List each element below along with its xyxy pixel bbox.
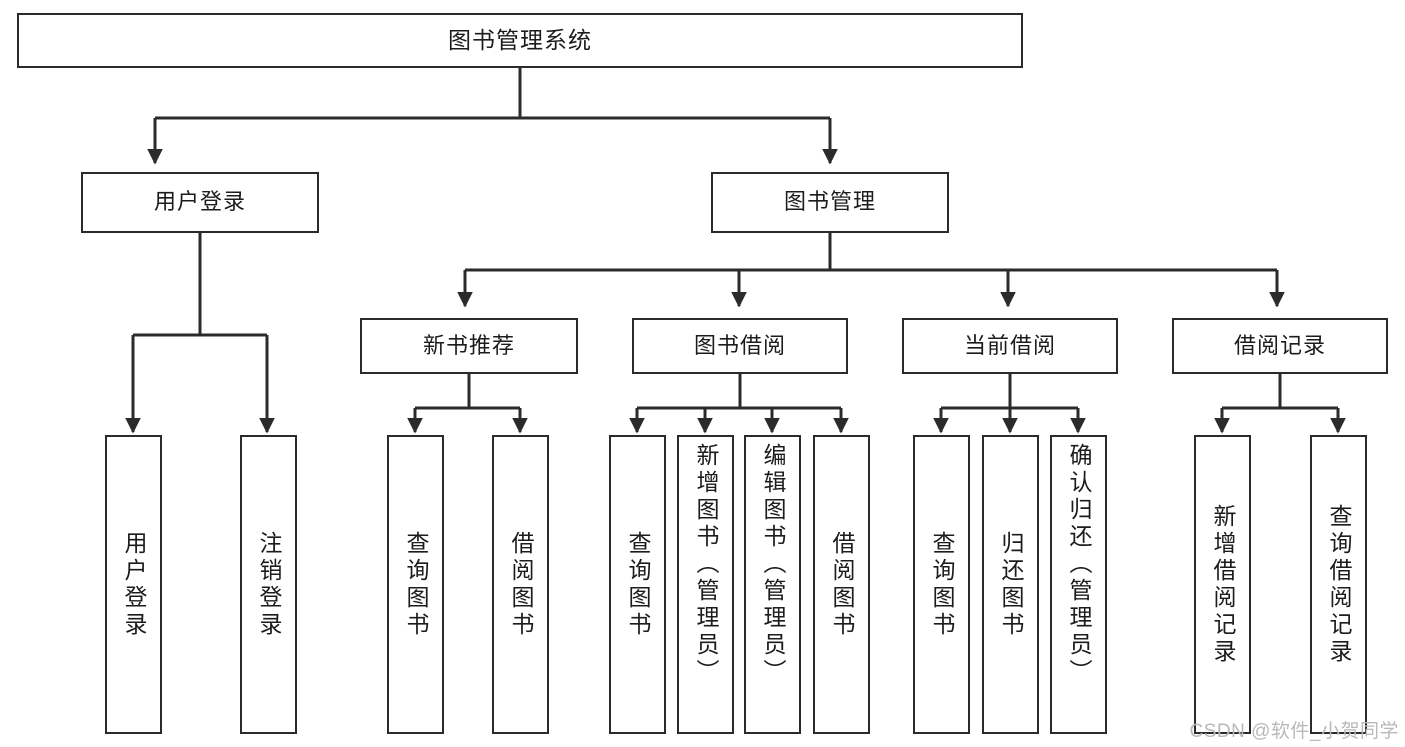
- leaf-borrow-add-book-label: 新增图书（管理员）: [693, 443, 719, 686]
- leaf-new-book-query-label: 查询图书: [403, 530, 429, 639]
- leaf-current-query-book-label: 查询图书: [929, 530, 955, 639]
- leaf-current-return-book[interactable]: 归还图书: [982, 435, 1039, 734]
- leaf-borrow-borrow-book-label: 借阅图书: [829, 530, 855, 639]
- node-borrow-record-label: 借阅记录: [1233, 332, 1326, 358]
- leaf-user-login-signout-label: 注销登录: [256, 530, 282, 639]
- leaf-borrow-edit-book[interactable]: 编辑图书（管理员）: [744, 435, 801, 734]
- leaf-user-login-signout[interactable]: 注销登录: [240, 435, 297, 734]
- leaf-record-query[interactable]: 查询借阅记录: [1310, 435, 1367, 734]
- leaf-new-book-borrow[interactable]: 借阅图书: [492, 435, 549, 734]
- leaf-borrow-add-book[interactable]: 新增图书（管理员）: [677, 435, 734, 734]
- node-user-login[interactable]: 用户登录: [81, 172, 319, 233]
- node-current-borrow-label: 当前借阅: [963, 332, 1056, 358]
- leaf-borrow-query-book[interactable]: 查询图书: [609, 435, 666, 734]
- csdn-watermark: CSDN @软件_小贺同学: [1189, 721, 1399, 742]
- node-user-login-label: 用户登录: [153, 189, 246, 215]
- leaf-current-query-book[interactable]: 查询图书: [913, 435, 970, 734]
- node-new-book-recommend-label: 新书推荐: [422, 332, 515, 358]
- leaf-current-confirm-return-label: 确认归还（管理员）: [1066, 443, 1092, 686]
- node-book-management[interactable]: 图书管理: [711, 172, 949, 233]
- leaf-new-book-borrow-label: 借阅图书: [508, 530, 534, 639]
- leaf-borrow-edit-book-label: 编辑图书（管理员）: [760, 443, 786, 686]
- leaf-borrow-borrow-book[interactable]: 借阅图书: [813, 435, 870, 734]
- node-root-label: 图书管理系统: [448, 26, 592, 53]
- leaf-record-query-label: 查询借阅记录: [1326, 503, 1352, 666]
- node-new-book-recommend[interactable]: 新书推荐: [360, 318, 578, 374]
- node-borrow-record[interactable]: 借阅记录: [1172, 318, 1388, 374]
- leaf-user-login-signin-label: 用户登录: [121, 530, 147, 639]
- node-root[interactable]: 图书管理系统: [17, 13, 1023, 68]
- node-book-management-label: 图书管理: [783, 189, 876, 215]
- leaf-record-add[interactable]: 新增借阅记录: [1194, 435, 1251, 734]
- leaf-current-return-book-label: 归还图书: [998, 530, 1024, 639]
- leaf-new-book-query[interactable]: 查询图书: [387, 435, 444, 734]
- node-book-borrow-label: 图书借阅: [693, 332, 786, 358]
- leaf-borrow-query-book-label: 查询图书: [625, 530, 651, 639]
- leaf-current-confirm-return[interactable]: 确认归还（管理员）: [1050, 435, 1107, 734]
- leaf-user-login-signin[interactable]: 用户登录: [105, 435, 162, 734]
- leaf-record-add-label: 新增借阅记录: [1210, 503, 1236, 666]
- node-book-borrow[interactable]: 图书借阅: [632, 318, 848, 374]
- node-current-borrow[interactable]: 当前借阅: [902, 318, 1118, 374]
